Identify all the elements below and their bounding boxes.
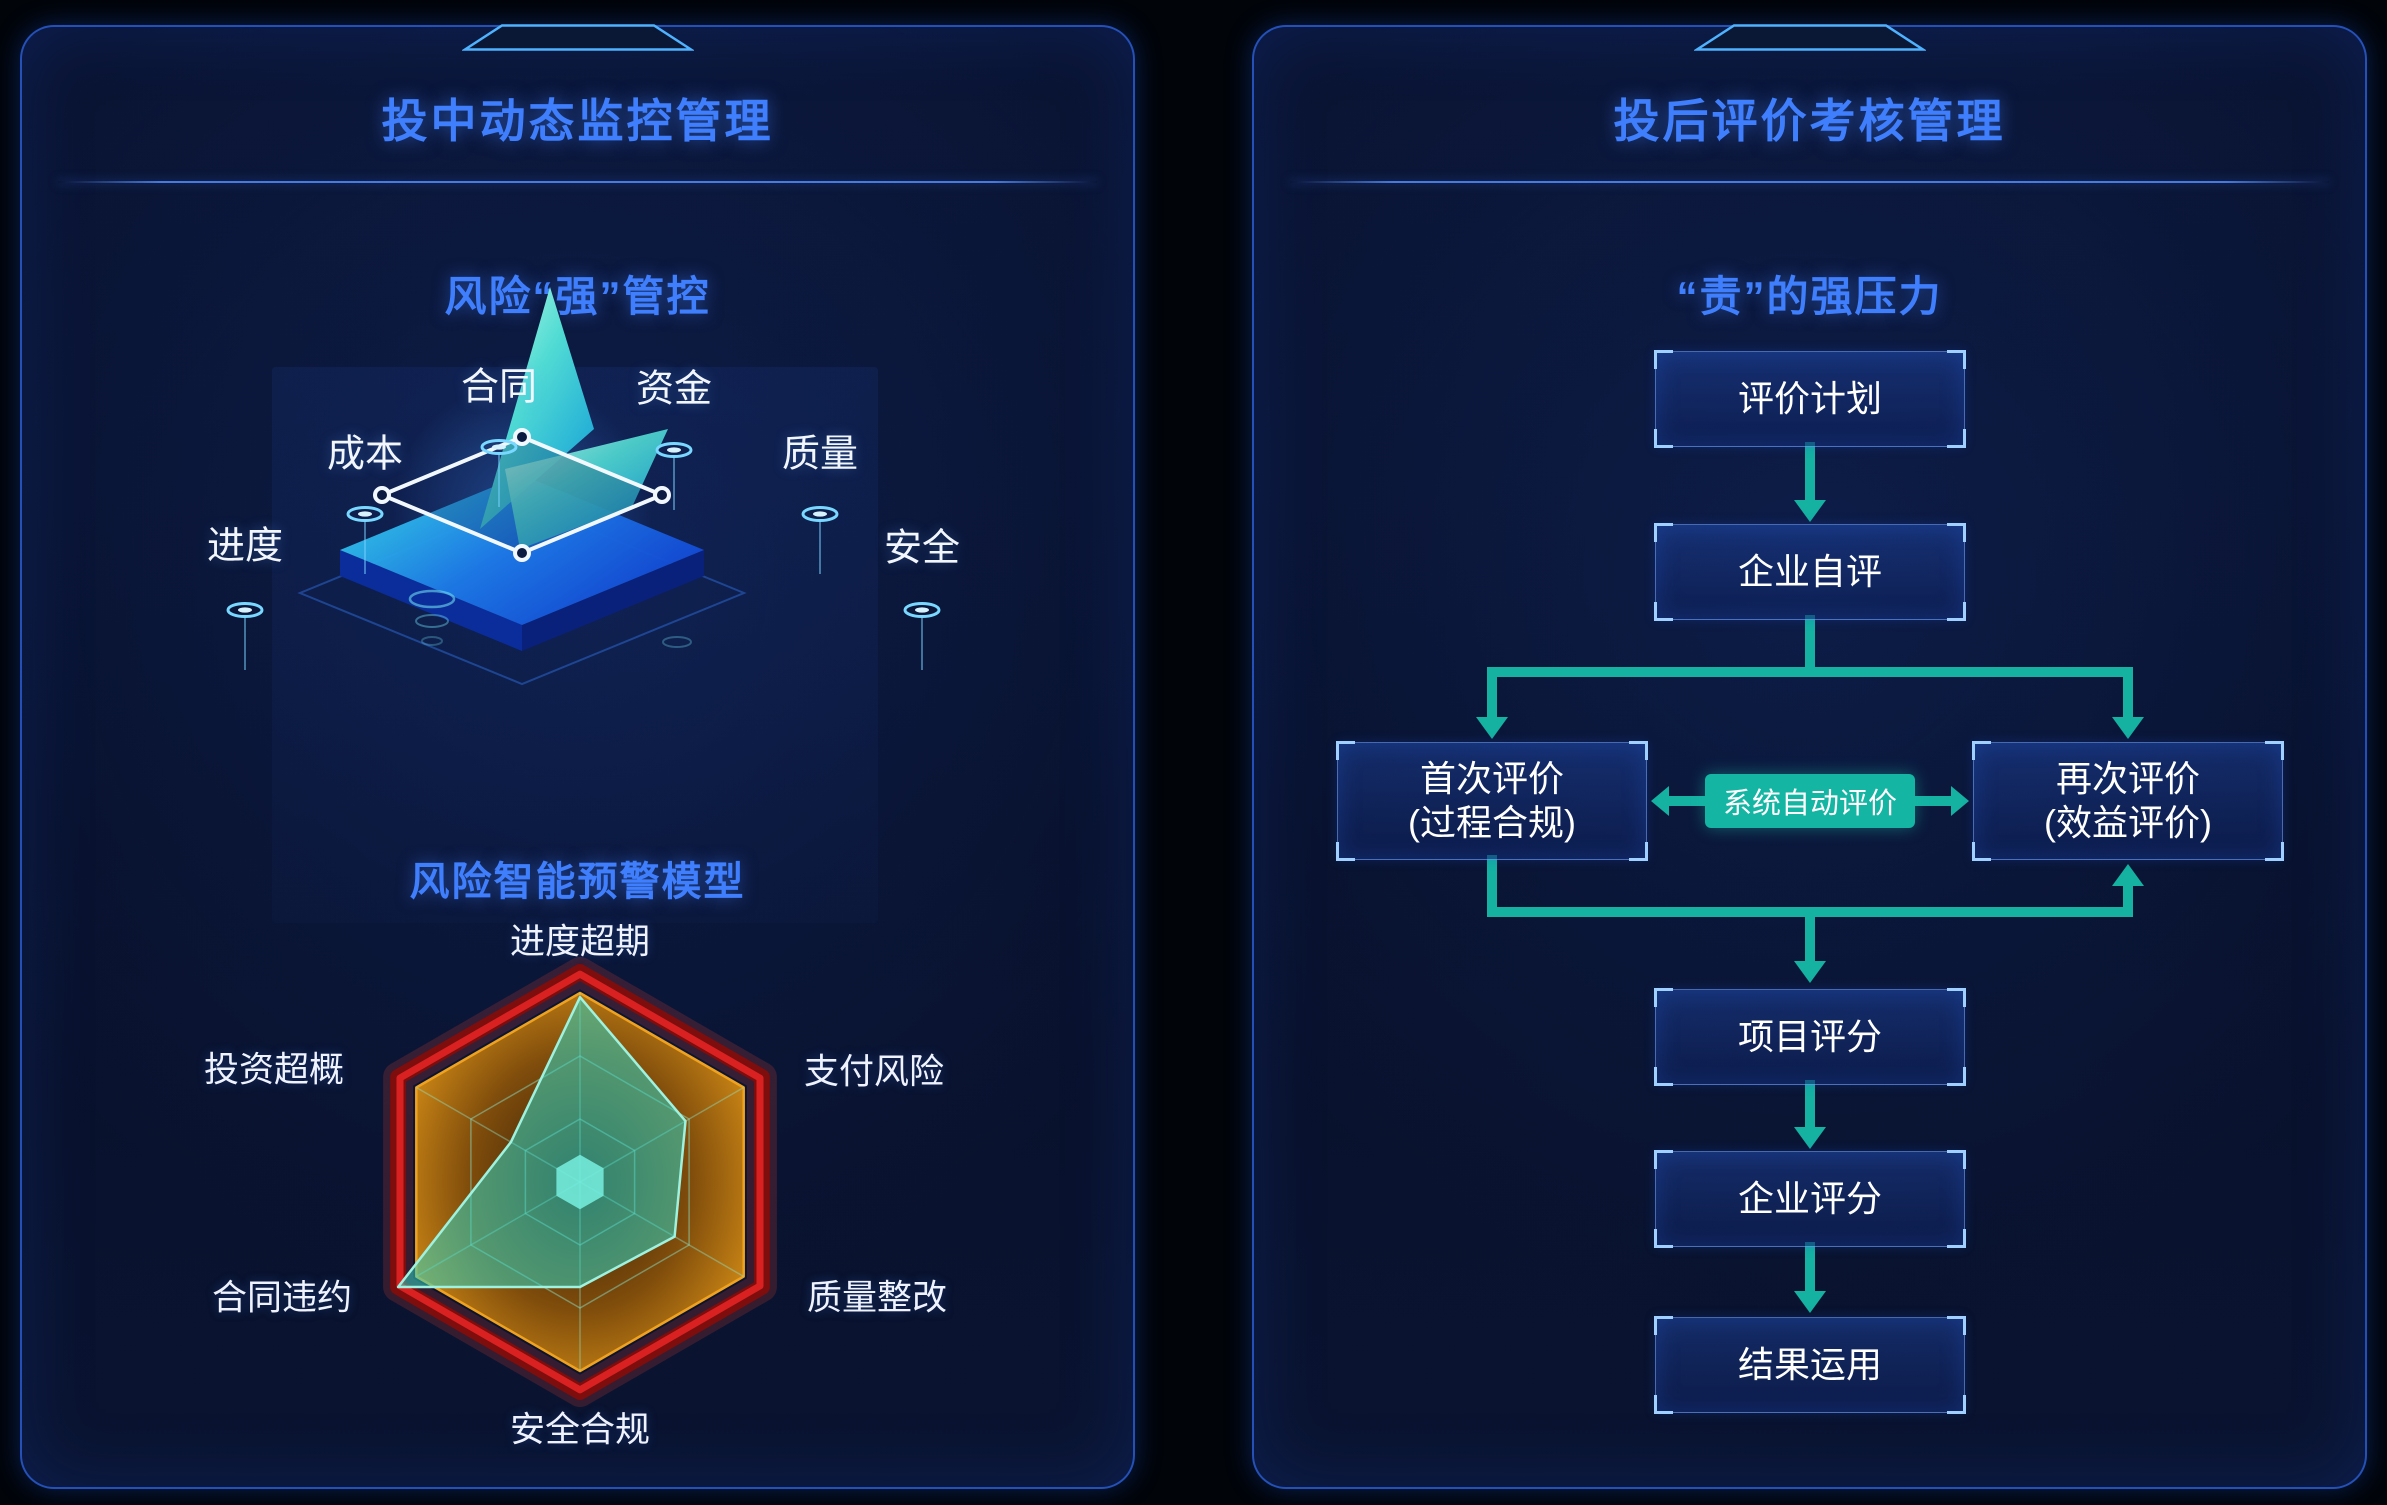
flow-step-result-application: 结果运用 <box>1654 1316 1966 1414</box>
monitor-label-quality: 质量 <box>781 433 859 476</box>
risk-monitor-illustration <box>226 287 941 686</box>
wireframe-diamond <box>373 428 671 562</box>
page-title: 投中动态监控管理 <box>381 95 774 147</box>
radar-axis-quality-rectification: 质量整改 <box>806 1278 948 1318</box>
target-ring-icon <box>655 442 693 510</box>
flow-connectors <box>1476 442 2144 1313</box>
radar-axis-safety-compliance: 安全合规 <box>509 1410 651 1450</box>
platform-left-face <box>340 550 522 651</box>
flow-step-first-evaluation: 首次评价 (过程合规) <box>1336 741 1648 861</box>
flow-auto-evaluation-label: 系统自动评价 <box>1705 774 1915 828</box>
flow-step-evaluation-plan: 评价计划 <box>1654 350 1966 448</box>
target-ring-icon <box>480 439 518 507</box>
flow-arrowhead-icons <box>1476 500 2144 1313</box>
responsibility-heading: “责”的强压力 <box>1676 273 1943 320</box>
flow-step-enterprise-score: 企业评分 <box>1654 1150 1966 1248</box>
page-title: 投后评价考核管理 <box>1613 95 2006 147</box>
radar-model-heading: 风险智能预警模型 <box>409 860 746 904</box>
panel-in-investment-monitoring: 投中动态监控管理 风险“强”管控 <box>20 24 1135 1489</box>
flow-step-enterprise-self-evaluation: 企业自评 <box>1654 523 1966 621</box>
panel-notch <box>461 24 694 51</box>
monitor-label-funds: 资金 <box>635 368 713 411</box>
flow-step-project-score: 项目评分 <box>1654 988 1966 1086</box>
platform-right-face <box>522 550 704 651</box>
panel-notch <box>1693 24 1926 51</box>
radar-axis-contract-breach: 合同违约 <box>211 1278 353 1318</box>
title-divider <box>58 181 1097 183</box>
flow-step-re-evaluation: 再次评价 (效益评价) <box>1972 741 2284 861</box>
target-ring-icon <box>226 602 264 670</box>
monitor-label-contract: 合同 <box>460 366 538 409</box>
monitor-label-cost: 成本 <box>326 433 404 476</box>
risk-control-heading: 风险“强”管控 <box>444 273 711 320</box>
target-ring-icon <box>903 602 941 670</box>
panel-post-investment-evaluation: 投后评价考核管理 “责”的强压力 <box>1252 24 2367 1489</box>
target-ring-icon <box>346 506 384 574</box>
risk-radar-chart <box>383 957 777 1407</box>
monitor-label-progress: 进度 <box>206 525 284 568</box>
title-divider <box>1290 181 2329 183</box>
radar-axis-progress-overdue: 进度超期 <box>509 922 651 962</box>
monitor-label-safety: 安全 <box>883 527 961 570</box>
radar-axis-investment-overrun: 投资超概 <box>203 1050 345 1090</box>
lightning-sail2-icon <box>505 429 668 549</box>
ring-stack-decoration <box>408 589 692 648</box>
radar-axis-payment-risk: 支付风险 <box>803 1052 945 1092</box>
target-ring-icon <box>801 506 839 574</box>
